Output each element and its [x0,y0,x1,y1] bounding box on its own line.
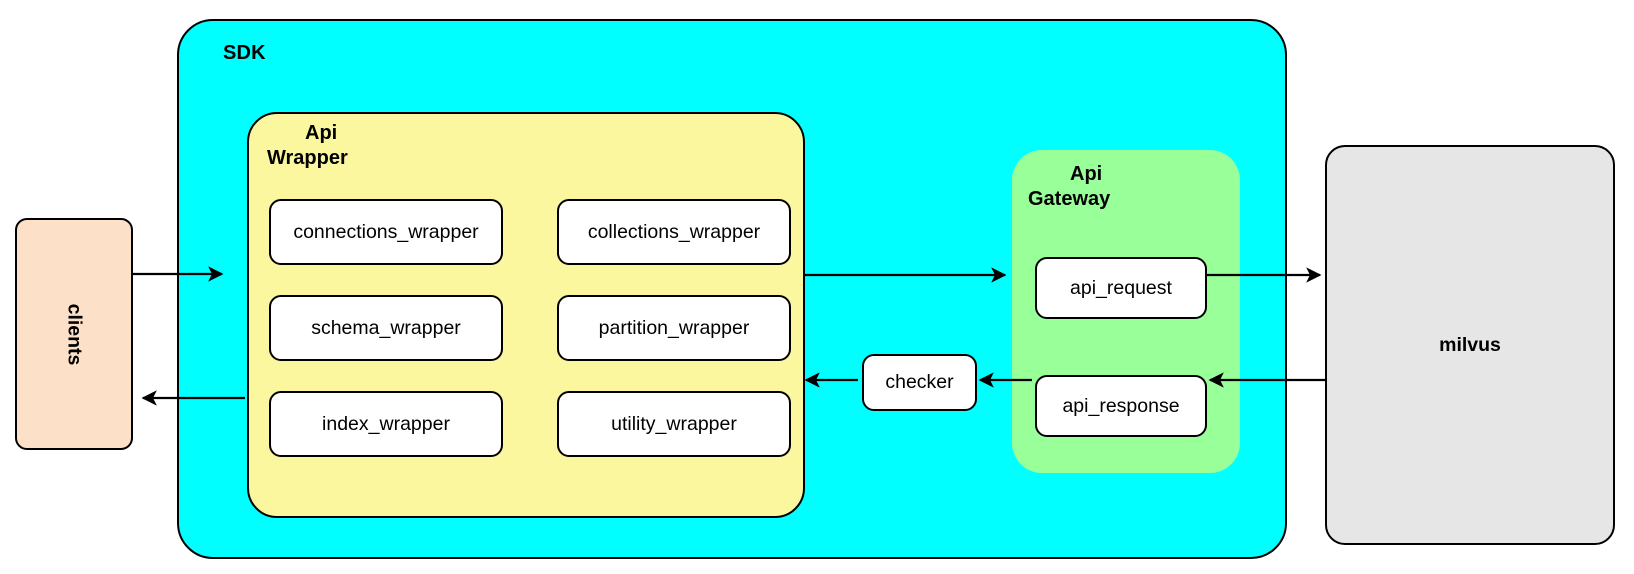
wrapper-box-partition[interactable]: partition_wrapper [557,295,791,361]
checker-label: checker [885,371,954,393]
api-gateway-title: Api Gateway [1028,162,1168,212]
wrapper-box-connections[interactable]: connections_wrapper [269,199,503,265]
api-gateway-title-line2: Gateway [1028,188,1111,210]
wrapper-label: collections_wrapper [587,220,761,243]
api-wrapper-title-line1: Api [305,122,338,144]
clients-node[interactable]: clients [15,218,133,450]
gateway-label: api_request [1070,276,1172,299]
wrapper-box-collections[interactable]: collections_wrapper [557,199,791,265]
wrapper-label: partition_wrapper [598,316,750,339]
gateway-label: api_response [1062,394,1180,417]
sdk-container[interactable]: SDK Api Wrapper connections_wrapper coll… [177,19,1287,559]
wrapper-label: connections_wrapper [293,220,479,243]
wrapper-label: schema_wrapper [311,316,461,339]
wrapper-box-utility[interactable]: utility_wrapper [557,391,791,457]
wrapper-box-index[interactable]: index_wrapper [269,391,503,457]
sdk-title: SDK [223,42,266,64]
wrapper-label: index_wrapper [322,412,450,435]
api-wrapper-title-line2: Wrapper [267,147,348,169]
milvus-label: milvus [1439,333,1501,356]
api-wrapper-container[interactable]: Api Wrapper connections_wrapper collecti… [247,112,805,518]
wrapper-label: utility_wrapper [611,412,737,435]
clients-label: clients [63,303,86,365]
checker-node[interactable]: checker [862,354,977,411]
gateway-box-api-request[interactable]: api_request [1035,257,1207,319]
gateway-box-api-response[interactable]: api_response [1035,375,1207,437]
milvus-node[interactable]: milvus [1325,145,1615,545]
api-gateway-title-line1: Api [1070,163,1103,185]
wrapper-box-schema[interactable]: schema_wrapper [269,295,503,361]
api-gateway-container[interactable]: Api Gateway api_request api_response [1012,150,1240,473]
api-wrapper-title: Api Wrapper [267,121,387,171]
